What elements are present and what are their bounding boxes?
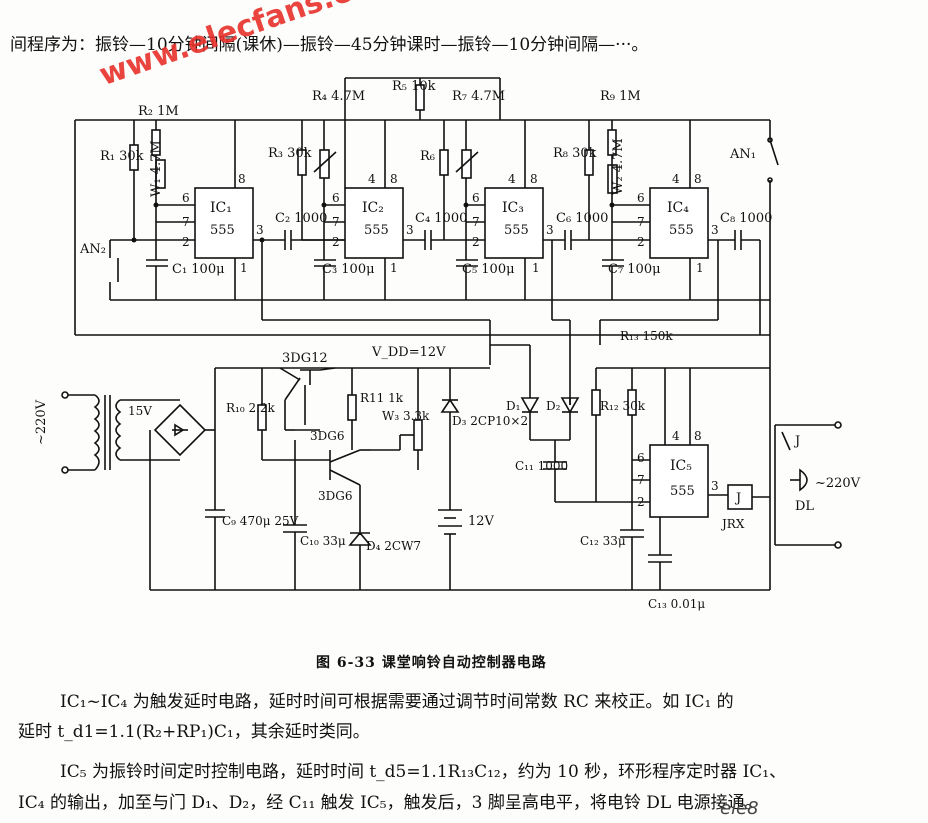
svg-text:8: 8 (530, 172, 538, 186)
svg-text:C₅ 100μ: C₅ 100μ (462, 262, 515, 277)
svg-text:3: 3 (711, 479, 719, 493)
svg-text:8: 8 (694, 172, 702, 186)
svg-text:JRX: JRX (720, 517, 745, 531)
ic1-type: 555 (210, 223, 235, 238)
paragraph-1: IC₁~IC₄ 为触发延时电路，延时时间可根据需要通过调节时间常数 RC 来校正… (60, 692, 734, 712)
svg-text:R₁ 30k: R₁ 30k (100, 149, 144, 164)
svg-text:8: 8 (390, 172, 398, 186)
paragraph-3: IC₅ 为振铃时间定时控制电路，延时时间 t_d5=1.1R₁₃C₁₂，约为 1… (60, 762, 787, 782)
ic1-chip (194, 187, 254, 259)
ic4-type: 555 (669, 223, 694, 238)
svg-text:1: 1 (696, 261, 704, 275)
svg-text:C₃ 100μ: C₃ 100μ (322, 262, 375, 277)
svg-text:D₃ 2CP10×2: D₃ 2CP10×2 (452, 414, 528, 428)
svg-text:C₁₃ 0.01μ: C₁₃ 0.01μ (648, 597, 705, 611)
svg-text:~220V: ~220V (815, 476, 861, 491)
svg-text:R₁₃ 150k: R₁₃ 150k (620, 329, 673, 343)
svg-text:8: 8 (694, 429, 702, 443)
svg-text:6: 6 (472, 191, 480, 205)
svg-text:8: 8 (238, 172, 246, 186)
svg-text:6: 6 (332, 191, 340, 205)
svg-text:C₁₁ 1000: C₁₁ 1000 (515, 459, 568, 473)
ic3-label: IC₃ (502, 200, 524, 216)
ic1-label: IC₁ (210, 200, 232, 216)
svg-text:1: 1 (240, 261, 248, 275)
svg-text:C₉ 470μ 25V: C₉ 470μ 25V (222, 514, 299, 528)
ic2-chip (344, 187, 404, 259)
watermark-bottom: ele8 (720, 798, 759, 819)
paragraph-2: 延时 t_d1=1.1(R₂+RP₁)C₁，其余延时类同。 (18, 722, 370, 742)
svg-text:D₁: D₁ (506, 399, 520, 413)
ic2-type: 555 (364, 223, 389, 238)
svg-text:C₁ 100μ: C₁ 100μ (172, 262, 225, 277)
svg-text:2: 2 (637, 235, 645, 249)
svg-text:V_DD=12V: V_DD=12V (371, 345, 446, 360)
svg-text:R₅ 10k: R₅ 10k (392, 79, 436, 94)
ic2-label: IC₂ (362, 200, 384, 216)
svg-text:3: 3 (711, 223, 719, 237)
svg-text:1: 1 (390, 261, 398, 275)
svg-text:15V: 15V (128, 404, 152, 418)
svg-text:C₄ 1000: C₄ 1000 (415, 211, 467, 226)
an1-label: AN₁ (729, 147, 756, 162)
svg-text:DL: DL (795, 499, 814, 514)
svg-text:6: 6 (637, 451, 645, 465)
svg-text:R₄ 4.7M: R₄ 4.7M (312, 89, 365, 104)
svg-text:2: 2 (472, 235, 480, 249)
svg-text:R₂ 1M: R₂ 1M (138, 104, 179, 119)
svg-text:R₇ 4.7M: R₇ 4.7M (452, 89, 505, 104)
svg-text:C₇ 100μ: C₇ 100μ (608, 262, 661, 277)
svg-text:4: 4 (672, 172, 680, 186)
an2-label: AN₂ (79, 242, 106, 257)
ic5-label: IC₅ (670, 458, 692, 474)
svg-text:R₆: R₆ (420, 149, 435, 164)
svg-text:R11 1k: R11 1k (360, 391, 404, 405)
svg-text:2: 2 (332, 235, 340, 249)
ic3-chip (484, 187, 544, 259)
svg-text:D₄ 2CW7: D₄ 2CW7 (366, 539, 421, 553)
figure-caption: 图 6-33 课堂响铃自动控制器电路 (316, 655, 547, 671)
svg-text:R₈ 30k: R₈ 30k (553, 146, 597, 161)
svg-text:6: 6 (637, 191, 645, 205)
svg-text:W₂ 4.7M: W₂ 4.7M (611, 138, 626, 195)
relay-coil (727, 484, 753, 510)
svg-text:3DG6: 3DG6 (310, 429, 344, 443)
svg-text:12V: 12V (468, 514, 495, 529)
svg-text:6: 6 (182, 191, 190, 205)
svg-text:3DG6: 3DG6 (318, 489, 352, 503)
svg-text:3DG12: 3DG12 (282, 351, 328, 366)
svg-text:D₂: D₂ (546, 399, 561, 413)
svg-text:~220V: ~220V (34, 399, 49, 445)
ic4-label: IC₄ (667, 200, 689, 216)
svg-text:C₂ 1000: C₂ 1000 (275, 211, 327, 226)
svg-text:W₃ 3.3k: W₃ 3.3k (382, 409, 430, 423)
svg-text:3: 3 (406, 223, 414, 237)
svg-text:3: 3 (256, 223, 264, 237)
svg-text:W₁ 4.7M: W₁ 4.7M (149, 140, 164, 197)
svg-text:R₉ 1M: R₉ 1M (600, 89, 641, 104)
svg-text:4: 4 (508, 172, 516, 186)
svg-text:C₁₂ 33μ: C₁₂ 33μ (580, 534, 626, 548)
svg-text:R₁₂ 30k: R₁₂ 30k (600, 399, 646, 413)
svg-text:4: 4 (672, 429, 680, 443)
svg-text:C₆ 1000: C₆ 1000 (556, 211, 608, 226)
svg-text:1: 1 (532, 261, 540, 275)
svg-text:J: J (734, 491, 741, 506)
svg-text:C₁₀ 33μ: C₁₀ 33μ (300, 534, 346, 548)
ic3-type: 555 (504, 223, 529, 238)
svg-text:R₁₀ 2.2k: R₁₀ 2.2k (226, 401, 276, 415)
svg-text:4: 4 (368, 172, 376, 186)
svg-text:C₈ 1000: C₈ 1000 (720, 211, 772, 226)
ic5-chip (649, 444, 709, 518)
ic5-type: 555 (670, 484, 695, 499)
paragraph-4: IC₄ 的输出，加至与门 D₁、D₂，经 C₁₁ 触发 IC₅，触发后，3 脚呈… (18, 793, 762, 813)
ic4-chip (649, 187, 709, 259)
svg-text:3: 3 (546, 223, 554, 237)
circuit-diagram: IC₁ 555 IC₂ 555 IC₃ 555 IC₄ 555 IC₅ 555 … (34, 77, 861, 611)
header-text: 间程序为：振铃—10分钟间隔(课休)—振铃—45分钟课时—振铃—10分钟间隔—·… (10, 35, 649, 55)
svg-text:J: J (793, 434, 800, 449)
svg-text:2: 2 (182, 235, 190, 249)
svg-text:R₃ 30k: R₃ 30k (268, 146, 312, 161)
